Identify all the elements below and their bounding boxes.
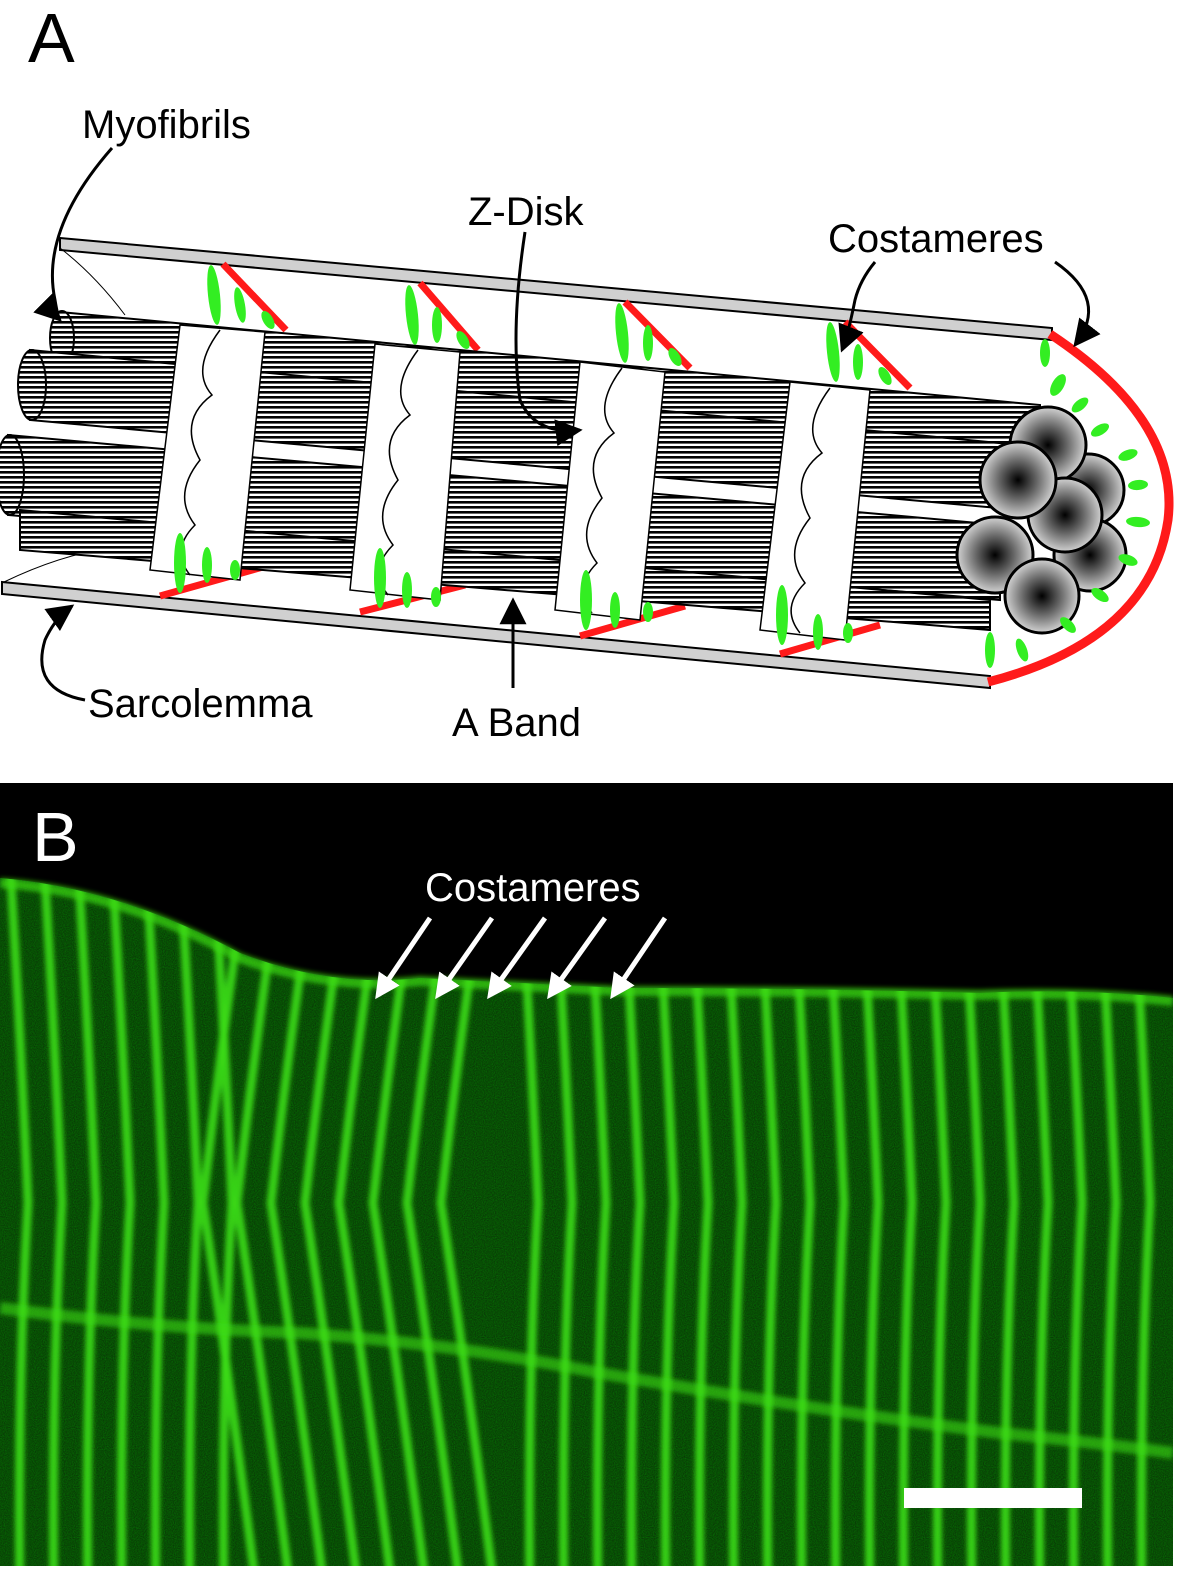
label-myofibrils: Myofibrils [82, 103, 251, 147]
striation-band [175, 878, 203, 1566]
costameres-b-arrows [375, 916, 668, 1000]
fiber-edge-top [0, 878, 1173, 1006]
costameres-arrow-right [1054, 260, 1101, 348]
fiber-edge-bottom [0, 1302, 1173, 1459]
z-disk-arrow [514, 231, 583, 447]
sarcolemma-arrow [40, 604, 86, 702]
striation-band [73, 878, 101, 1566]
striation-band [232, 878, 297, 1566]
scale-bar [904, 1488, 1082, 1508]
costameres-green [174, 265, 1150, 668]
striation-band [5, 878, 33, 1566]
myofibril-row-4 [19, 508, 991, 632]
striation-band [141, 878, 169, 1566]
label-z-disk: Z-Disk [468, 190, 585, 234]
label-a-band: A Band [452, 701, 581, 745]
costameres-arrow-left [838, 261, 877, 353]
label-sarcolemma: Sarcolemma [88, 682, 313, 726]
label-costameres-a: Costameres [828, 217, 1044, 261]
striation-band [39, 878, 67, 1566]
striation-band [198, 878, 263, 1566]
sarcolemma-end-red [986, 330, 1174, 687]
label-costameres-b: Costameres [425, 866, 641, 910]
myofibril-bundle [0, 310, 1128, 641]
panel-a-schematic: A [0, 0, 1181, 780]
label-arrows [33, 147, 1101, 702]
striation-band [209, 878, 237, 1566]
panel-b-micrograph: B Costameres [0, 783, 1173, 1566]
fluorescence-image: B Costameres [0, 783, 1173, 1566]
i-band-regions [149, 324, 871, 641]
myofibrils-arrow [33, 147, 114, 322]
panel-letter-b: B [32, 798, 79, 876]
striation-band [266, 878, 331, 1566]
myofibril-cross-sections [955, 405, 1128, 635]
striation-band [107, 878, 135, 1566]
panel-letter-a: A [28, 0, 75, 77]
muscle-fiber-diagram: A [0, 0, 1174, 745]
myofibril-row-3 [0, 433, 1001, 602]
sarcolemma-bottom [0, 580, 991, 690]
